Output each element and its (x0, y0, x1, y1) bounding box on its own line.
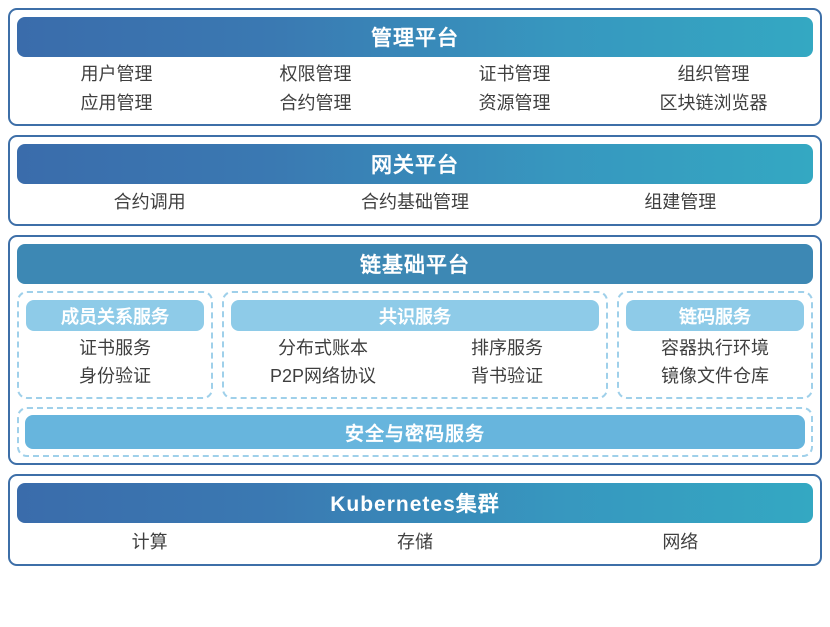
management-column-2: 权限管理 合约管理 (216, 61, 415, 117)
group-consensus-service: 共识服务 分布式账本 P2P网络协议 排序服务 背书验证 (222, 291, 608, 399)
chaincode-column-1: 容器执行环境 镜像文件仓库 (626, 335, 804, 390)
gateway-items: 合约调用 合约基础管理 组建管理 (17, 184, 813, 220)
item-label: P2P网络协议 (269, 366, 377, 386)
consensus-items: 分布式账本 P2P网络协议 排序服务 背书验证 (231, 335, 599, 390)
management-column-1: 用户管理 应用管理 (17, 61, 216, 117)
item-label: 存储 (396, 532, 433, 552)
item-label: 镜像文件仓库 (661, 366, 769, 386)
management-column-3: 证书管理 资源管理 (415, 61, 614, 117)
layer-management-title: 管理平台 (17, 17, 813, 57)
kubernetes-items: 计算 存储 网络 (17, 523, 813, 560)
item-label: 合约管理 (279, 93, 352, 113)
group-security-crypto-service: 安全与密码服务 (17, 407, 813, 457)
item-label: 合约基础管理 (360, 192, 469, 212)
item-label: 组建管理 (644, 192, 717, 212)
gateway-column-1: 合约调用 (17, 189, 282, 216)
item-label: 应用管理 (80, 93, 153, 113)
management-column-4: 组织管理 区块链浏览器 (614, 61, 813, 117)
item-label: 排序服务 (471, 338, 543, 358)
layer-kubernetes-title: Kubernetes集群 (17, 483, 813, 523)
item-label: 计算 (131, 532, 168, 552)
management-items: 用户管理 应用管理 权限管理 合约管理 证书管理 资源管理 组织管理 区块链浏览… (17, 57, 813, 120)
group-member-relation-service: 成员关系服务 证书服务 身份验证 (17, 291, 213, 399)
item-label: 区块链浏览器 (659, 93, 768, 113)
gateway-column-3: 组建管理 (548, 189, 813, 216)
gateway-column-2: 合约基础管理 (282, 189, 547, 216)
group-chaincode-service-title: 链码服务 (626, 300, 804, 331)
layer-gateway-platform: 网关平台 合约调用 合约基础管理 组建管理 (8, 135, 822, 226)
member-relation-items: 证书服务 身份验证 (26, 335, 204, 390)
item-label: 容器执行环境 (661, 338, 769, 358)
layer-chain-title: 链基础平台 (17, 244, 813, 284)
layer-chain-base-platform: 链基础平台 成员关系服务 证书服务 身份验证 共识服务 分布式账本 (8, 235, 822, 465)
item-label: 身份验证 (79, 366, 151, 386)
item-label: 证书管理 (478, 64, 551, 84)
item-label: 合约调用 (113, 192, 186, 212)
item-label: 资源管理 (478, 93, 551, 113)
item-label: 用户管理 (80, 64, 153, 84)
item-label: 分布式账本 (278, 338, 368, 358)
group-consensus-service-title: 共识服务 (231, 300, 599, 331)
layer-management-platform: 管理平台 用户管理 应用管理 权限管理 合约管理 证书管理 资源管理 组织管理 … (8, 8, 822, 126)
item-label: 权限管理 (279, 64, 352, 84)
kubernetes-column-3: 网络 (548, 529, 813, 556)
item-label: 网络 (662, 532, 699, 552)
layer-gateway-title: 网关平台 (17, 144, 813, 184)
layer-kubernetes-cluster: Kubernetes集群 计算 存储 网络 (8, 474, 822, 566)
group-member-relation-service-title: 成员关系服务 (26, 300, 204, 331)
member-relation-column-1: 证书服务 身份验证 (26, 335, 204, 390)
security-crypto-service-title: 安全与密码服务 (25, 415, 805, 449)
kubernetes-column-2: 存储 (282, 529, 547, 556)
item-label: 组织管理 (677, 64, 750, 84)
kubernetes-column-1: 计算 (17, 529, 282, 556)
item-label: 背书验证 (471, 366, 543, 386)
group-chaincode-service: 链码服务 容器执行环境 镜像文件仓库 (617, 291, 813, 399)
item-label: 证书服务 (79, 338, 151, 358)
consensus-column-2: 排序服务 背书验证 (415, 335, 599, 390)
consensus-column-1: 分布式账本 P2P网络协议 (231, 335, 415, 390)
chaincode-items: 容器执行环境 镜像文件仓库 (626, 335, 804, 390)
chain-groups: 成员关系服务 证书服务 身份验证 共识服务 分布式账本 P2P网络协议 (17, 291, 813, 399)
